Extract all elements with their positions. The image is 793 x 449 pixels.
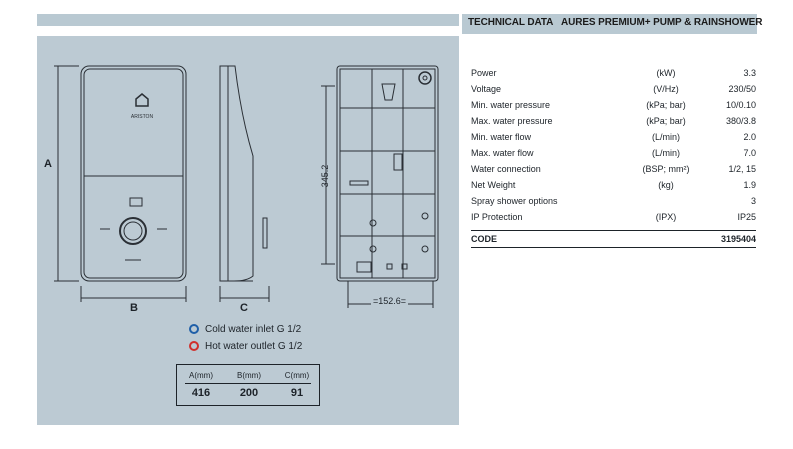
spec-value: 2.0 [743,132,756,142]
spec-unit: (L/min) [651,132,680,142]
header-bar: TECHNICAL DATA AURES PREMIUM+ PUMP & RAI… [462,14,762,34]
hot-water-dot-icon [189,341,199,351]
spec-value: 1.9 [743,180,756,190]
side-view [219,65,270,302]
spec-label: Min. water flow [471,132,532,142]
spec-value: 3.3 [743,68,756,78]
legend-hot-label: Hot water outlet G 1/2 [205,340,303,352]
spec-row: IP Protection (IPX) IP25 [471,210,756,226]
spec-label: Net Weight [471,180,516,190]
header-bar-left [37,14,459,26]
dims-value-b: 200 [239,387,259,399]
technical-drawing: ARISTON 345.2 [54,65,439,308]
spec-unit: (kg) [658,180,674,190]
dim-c-label: C [240,302,248,314]
dim-width-label: =152.6= [371,296,409,306]
spec-label: Max. water pressure [471,116,553,126]
legend-cold-inlet: Cold water inlet G 1/2 [189,322,301,336]
brand-logo-text: ARISTON [131,114,154,120]
spec-value: 7.0 [743,148,756,158]
spec-unit: (kW) [656,68,676,78]
dims-value-c: 91 [290,387,304,399]
dims-value-a: 416 [191,387,211,399]
front-view [54,65,187,302]
spec-value: 230/50 [728,84,756,94]
spec-row: Spray shower options 3 [471,194,756,210]
spec-row: Power (kW) 3.3 [471,66,756,82]
spec-row: Max. water pressure (kPa; bar) 380/3.8 [471,114,756,130]
code-value: 3195404 [720,234,756,244]
spec-row: Min. water pressure (kPa; bar) 10/0.10 [471,98,756,114]
spec-unit: (L/min) [651,148,680,158]
spec-unit: (V/Hz) [653,84,679,94]
spec-row: Max. water flow (L/min) 7.0 [471,146,756,162]
cold-water-dot-icon [189,324,199,334]
spec-row: Water connection (BSP; mm²) 1/2, 15 [471,162,756,178]
dimensions-table: A(mm) B(mm) C(mm) 416 200 91 [176,364,320,406]
dims-header-b: B(mm) [237,371,261,380]
spec-label: Voltage [471,84,502,94]
legend-hot-outlet: Hot water outlet G 1/2 [189,339,302,353]
dims-divider [185,383,311,384]
spec-label: Max. water flow [471,148,534,158]
dims-header-c: C(mm) [284,371,310,380]
spec-label: Water connection [471,164,541,174]
dims-header-a: A(mm) [189,371,213,380]
spec-row: Net Weight (kg) 1.9 [471,178,756,194]
spec-value: 10/0.10 [725,100,756,110]
spec-value: 3 [750,196,756,206]
spec-row: Min. water flow (L/min) 2.0 [471,130,756,146]
legend-cold-label: Cold water inlet G 1/2 [205,323,302,335]
spec-table: Power (kW) 3.3 Voltage (V/Hz) 230/50 Min… [471,66,756,248]
spec-unit: (kPa; bar) [646,100,686,110]
header-product-title: AURES PREMIUM+ PUMP & RAINSHOWER [561,17,763,28]
spec-unit: (BSP; mm²) [642,164,690,174]
spec-unit: (kPa; bar) [646,116,686,126]
spec-code-row: CODE 3195404 [471,230,756,248]
dim-b-label: B [130,302,138,314]
technical-drawing-panel: ARISTON 345.2 A B C =152.6= Cold water i… [37,36,459,425]
header-section-title: TECHNICAL DATA [468,17,554,28]
dim-a-label: A [44,158,52,170]
dim-height-label: 345.2 [320,165,330,188]
spec-label: Spray shower options [471,196,558,206]
spec-value: 380/3.8 [725,116,756,126]
code-label: CODE [471,234,498,244]
rear-view [321,65,439,308]
spec-value: 1/2, 15 [728,164,756,174]
spec-label: Min. water pressure [471,100,551,110]
spec-label: Power [471,68,497,78]
spec-unit: (IPX) [655,212,677,222]
spec-row: Voltage (V/Hz) 230/50 [471,82,756,98]
spec-label: IP Protection [471,212,523,222]
spec-value: IP25 [737,212,756,222]
